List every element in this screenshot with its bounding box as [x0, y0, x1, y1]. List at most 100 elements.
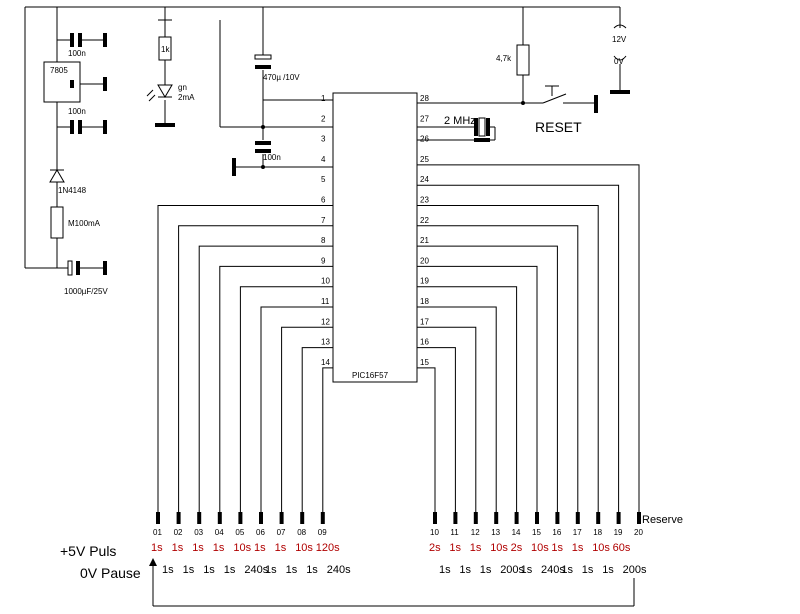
output-trace — [301, 347, 333, 512]
fuse-m100ma — [50, 206, 64, 239]
chip-pins: 1234567891011121314282726252423222120191… — [321, 94, 429, 367]
pin-number-right: 24 — [420, 175, 429, 184]
supply-terminal-icon — [610, 24, 630, 94]
fuse-label: M100mA — [68, 219, 101, 228]
resistor-1k-label: 1k — [161, 45, 170, 54]
resistor-4k7-label: 4,7k — [496, 54, 512, 63]
output-trace — [157, 205, 333, 512]
output-pause-time: 1s — [602, 564, 614, 576]
output-trace — [417, 164, 640, 512]
output-number: 12 — [471, 528, 480, 537]
output-pause-time: 1s — [286, 564, 298, 576]
output-number: 18 — [593, 528, 602, 537]
output-number: 05 — [235, 528, 244, 537]
output-number: 06 — [256, 528, 265, 537]
output-pulse-time: 1s — [449, 542, 461, 554]
output-number: 20 — [634, 528, 643, 537]
pin-number-left: 1 — [321, 94, 326, 103]
capacitor-top — [70, 33, 107, 47]
output-trace — [417, 306, 497, 512]
led-color-label: gn — [178, 83, 187, 92]
output-number: 07 — [277, 528, 286, 537]
capacitor-chip-label: 100n — [263, 153, 281, 162]
output-trace — [417, 286, 518, 512]
output-number: 04 — [215, 528, 224, 537]
pin-number-right: 21 — [420, 236, 429, 245]
output-number: 19 — [614, 528, 623, 537]
pin-number-left: 6 — [321, 196, 326, 205]
output-pulse-time: 1s — [254, 542, 266, 554]
pin-number-right: 27 — [420, 114, 429, 123]
output-pulse-time: 1s — [275, 542, 287, 554]
output-number: 16 — [552, 528, 561, 537]
capacitor-bottom-label: 1000µF/25V — [64, 287, 108, 296]
led-current-label: 2mA — [178, 93, 195, 102]
pin-number-right: 19 — [420, 277, 429, 286]
output-pause-time: 1s — [224, 564, 236, 576]
output-pause-time: 200s — [500, 564, 524, 576]
pin-number-left: 14 — [321, 358, 330, 367]
output-trace — [417, 326, 477, 512]
supply-plus-label: 12V — [612, 35, 627, 44]
output-trace — [322, 367, 333, 512]
output-pause-time: 1s — [162, 564, 174, 576]
pin-number-right: 26 — [420, 135, 429, 144]
pin-number-right: 28 — [420, 94, 429, 103]
pin-number-left: 10 — [321, 277, 330, 286]
pin-number-left: 2 — [321, 114, 326, 123]
crystal-icon — [474, 117, 490, 142]
output-trace — [417, 367, 436, 512]
output-pause-time: 1s — [480, 564, 492, 576]
output-pulse-time: 1s — [151, 542, 163, 554]
pin-number-right: 15 — [420, 358, 429, 367]
reset-switch-icon — [542, 85, 598, 113]
output-trace — [281, 326, 333, 512]
capacitor-mid-label: 100n — [68, 107, 86, 116]
capacitor-470u — [254, 54, 272, 69]
output-pulse-time: 60s — [613, 542, 631, 554]
output-number: 10 — [430, 528, 439, 537]
output-pause-time: 1s — [306, 564, 318, 576]
reserve-label: Reserve — [642, 514, 683, 526]
output-trace — [260, 306, 333, 512]
capacitor-chip — [255, 141, 271, 153]
output-number: 08 — [297, 528, 306, 537]
output-pulse-time: 1s — [572, 542, 584, 554]
pin-number-right: 16 — [420, 338, 429, 347]
resistor-4k7 — [516, 44, 530, 76]
output-number: 02 — [174, 528, 183, 537]
output-pause-time: 200s — [623, 564, 647, 576]
capacitor-electrolytic-bottom — [67, 260, 107, 276]
vcc-wiring — [219, 7, 333, 168]
reset-label: RESET — [535, 119, 582, 135]
output-pause-time: 1s — [203, 564, 215, 576]
output-pause-time: 1s — [561, 564, 573, 576]
output-trace — [417, 245, 558, 512]
output-trace — [198, 245, 333, 512]
output-number: 17 — [573, 528, 582, 537]
pin-number-left: 4 — [321, 155, 326, 164]
output-number: 03 — [194, 528, 203, 537]
output-trace — [417, 225, 579, 512]
output-number: 09 — [318, 528, 327, 537]
output-pause-time: 1s — [265, 564, 277, 576]
legend-puls: +5V Puls — [60, 543, 116, 559]
resistor-1k — [158, 36, 172, 61]
pin-number-right: 23 — [420, 196, 429, 205]
pin-number-left: 3 — [321, 135, 326, 144]
pin-number-left: 5 — [321, 175, 326, 184]
output-trace — [417, 347, 456, 512]
output-pulse-time: 1s — [551, 542, 563, 554]
output-number: 14 — [512, 528, 521, 537]
diode-1n4148 — [49, 162, 65, 183]
output-pause-time: 240s — [541, 564, 565, 576]
output-pulse-time: 10s — [592, 542, 610, 554]
legend-arrow-icon — [149, 558, 635, 607]
output-pulse-time: 120s — [316, 542, 340, 554]
pin-number-left: 12 — [321, 317, 330, 326]
chip-pic16f57 — [332, 92, 418, 383]
pin-number-left: 7 — [321, 216, 326, 225]
pin-number-right: 25 — [420, 155, 429, 164]
capacitor-mid — [70, 120, 107, 134]
output-traces — [157, 164, 640, 512]
